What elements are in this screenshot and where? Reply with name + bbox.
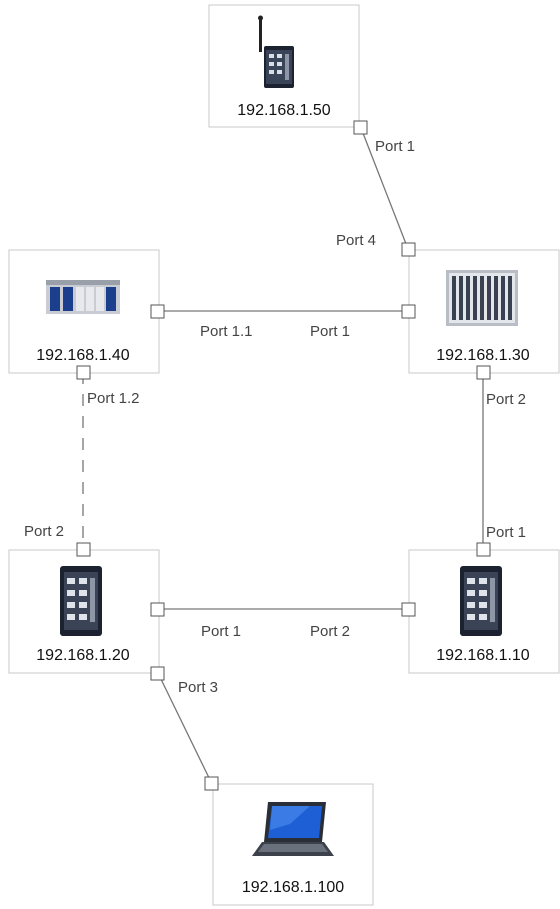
port-connector[interactable] bbox=[150, 666, 165, 681]
port-label: Port 1.2 bbox=[87, 390, 140, 407]
port-label: Port 1 bbox=[486, 524, 526, 541]
link-switch-a-laptop[interactable] bbox=[157, 672, 213, 785]
port-connector[interactable] bbox=[76, 365, 91, 380]
node-switch-a[interactable]: 192.168.1.20 bbox=[8, 549, 160, 674]
node-ip-label: 192.168.1.20 bbox=[36, 647, 130, 664]
port-label: Port 4 bbox=[336, 232, 376, 249]
node-ip-label: 192.168.1.50 bbox=[237, 102, 331, 119]
node-ip-label: 192.168.1.40 bbox=[36, 347, 130, 364]
port-connector[interactable] bbox=[76, 542, 91, 557]
node-ip-label: 192.168.1.30 bbox=[436, 347, 530, 364]
port-label: Port 1 bbox=[201, 623, 241, 640]
port-label: Port 2 bbox=[24, 523, 64, 540]
port-connector[interactable] bbox=[150, 304, 165, 319]
port-label: Port 2 bbox=[486, 391, 526, 408]
modular-switch-icon bbox=[446, 270, 518, 326]
node-switch-b[interactable]: 192.168.1.10 bbox=[408, 549, 560, 674]
port-connector[interactable] bbox=[401, 304, 416, 319]
industrial-switch-icon bbox=[460, 566, 502, 636]
port-connector[interactable] bbox=[476, 365, 491, 380]
wireless-router-icon bbox=[258, 15, 294, 88]
node-ip-label: 192.168.1.100 bbox=[242, 879, 344, 896]
node-core-switch[interactable]: 192.168.1.30 bbox=[408, 249, 560, 374]
industrial-switch-icon bbox=[60, 566, 102, 636]
port-connector[interactable] bbox=[204, 776, 219, 791]
laptop-icon bbox=[252, 802, 334, 856]
port-connector[interactable] bbox=[476, 542, 491, 557]
port-label: Port 1 bbox=[375, 138, 415, 155]
port-label: Port 1 bbox=[310, 323, 350, 340]
port-label: Port 1.1 bbox=[200, 323, 253, 340]
node-gateway[interactable]: 192.168.1.50 bbox=[208, 4, 360, 128]
plc-rack-icon bbox=[46, 280, 120, 314]
port-connector[interactable] bbox=[401, 242, 416, 257]
port-label: Port 3 bbox=[178, 679, 218, 696]
node-ip-label: 192.168.1.10 bbox=[436, 647, 530, 664]
port-connector[interactable] bbox=[353, 120, 368, 135]
link-gateway-core[interactable] bbox=[360, 127, 409, 250]
port-connector[interactable] bbox=[401, 602, 416, 617]
node-laptop[interactable]: 192.168.1.100 bbox=[212, 783, 374, 906]
node-controller[interactable]: 192.168.1.40 bbox=[8, 249, 160, 374]
port-connector[interactable] bbox=[150, 602, 165, 617]
port-label: Port 2 bbox=[310, 623, 350, 640]
